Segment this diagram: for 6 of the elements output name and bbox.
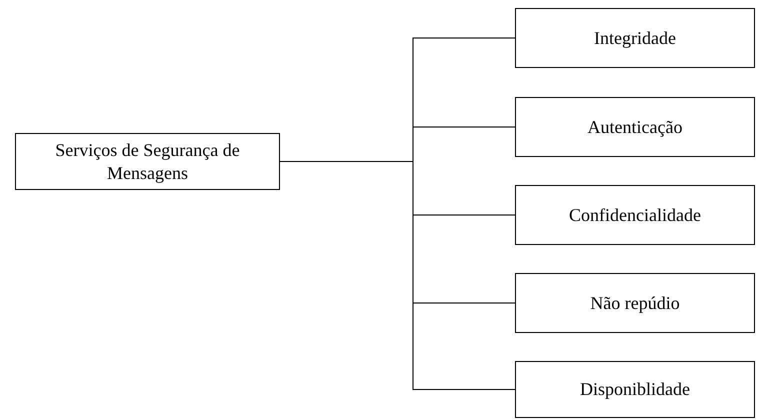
text-box: Integridade [515,8,755,68]
text-box: Disponiblidade [515,361,755,418]
text-box: Confidencialidade [515,185,755,245]
text-box: Serviços de Segurança de Mensagens [15,133,280,190]
text-box: Autenticação [515,97,755,157]
text-box: Não repúdio [515,273,755,333]
